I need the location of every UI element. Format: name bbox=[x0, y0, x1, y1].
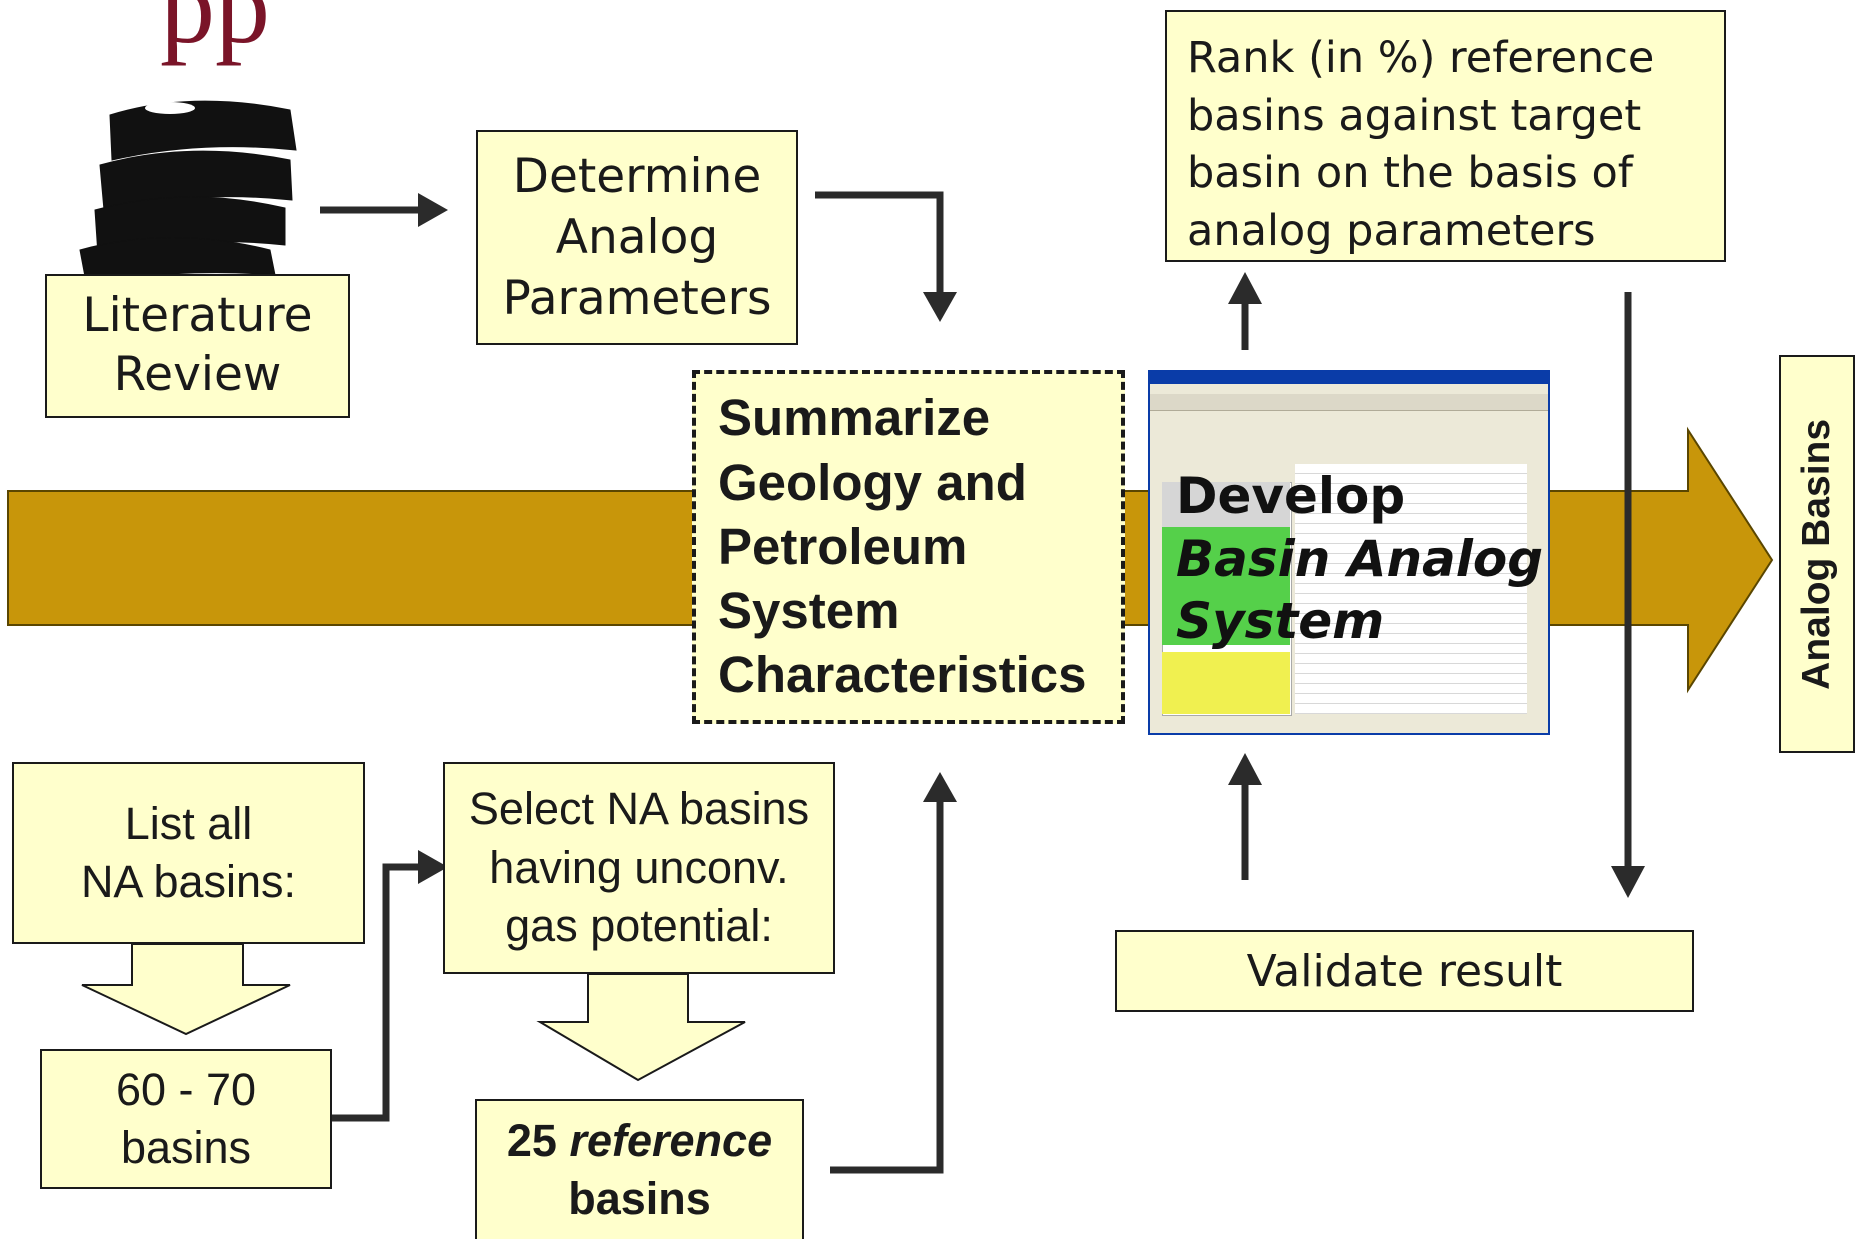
books-icon bbox=[79, 100, 297, 283]
arrowhead-determine bbox=[923, 292, 957, 322]
develop-system-label: Develop Basin Analog System bbox=[1176, 467, 1544, 650]
software-screenshot bbox=[1148, 370, 1550, 735]
down-arrow-select bbox=[536, 973, 746, 1082]
arrowhead-books bbox=[418, 193, 448, 227]
arrowhead-validate bbox=[1228, 753, 1262, 785]
validate-result-box: Validate result bbox=[1115, 930, 1694, 1012]
down-arrow-list bbox=[81, 943, 291, 1036]
arrowhead-reference bbox=[923, 772, 957, 802]
arrowhead-down-validate bbox=[1611, 866, 1645, 898]
arrowhead-rank bbox=[1228, 272, 1262, 304]
reference-basins-box: 25 reference basins bbox=[475, 1099, 804, 1239]
arrowhead-select bbox=[418, 850, 448, 884]
partial-logo: pp bbox=[160, 0, 270, 66]
analog-basins-box: Analog Basins bbox=[1779, 355, 1855, 753]
